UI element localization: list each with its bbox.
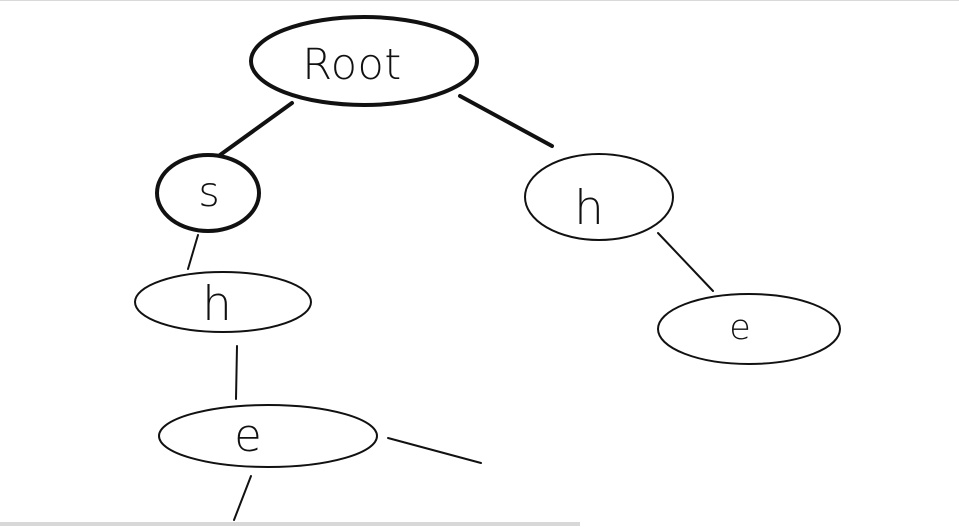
edge-s-h-left — [187, 234, 199, 270]
node-h-left: h — [134, 271, 312, 333]
node-s: s — [155, 153, 261, 233]
edge-e-left-continuation — [387, 437, 482, 464]
bottom-scrollbar-track — [0, 522, 580, 526]
node-h-left-label: h — [202, 277, 232, 332]
node-e-right-label: e — [729, 308, 751, 348]
node-h-right: h — [524, 153, 674, 241]
edge-h-left-e-left — [235, 345, 238, 400]
node-root: Root — [249, 15, 479, 107]
node-e-left-label: e — [234, 409, 262, 462]
node-h-right-label: h — [574, 181, 604, 236]
edge-root-h-right — [458, 94, 554, 148]
node-root-label: Root — [302, 40, 401, 90]
edge-root-s — [218, 101, 294, 157]
node-s-label: s — [198, 168, 219, 216]
node-e-left: e — [158, 404, 378, 468]
edge-e-left-lower-continuation — [233, 475, 252, 521]
node-e-right: e — [657, 293, 841, 365]
edge-h-right-e-right — [657, 232, 714, 292]
